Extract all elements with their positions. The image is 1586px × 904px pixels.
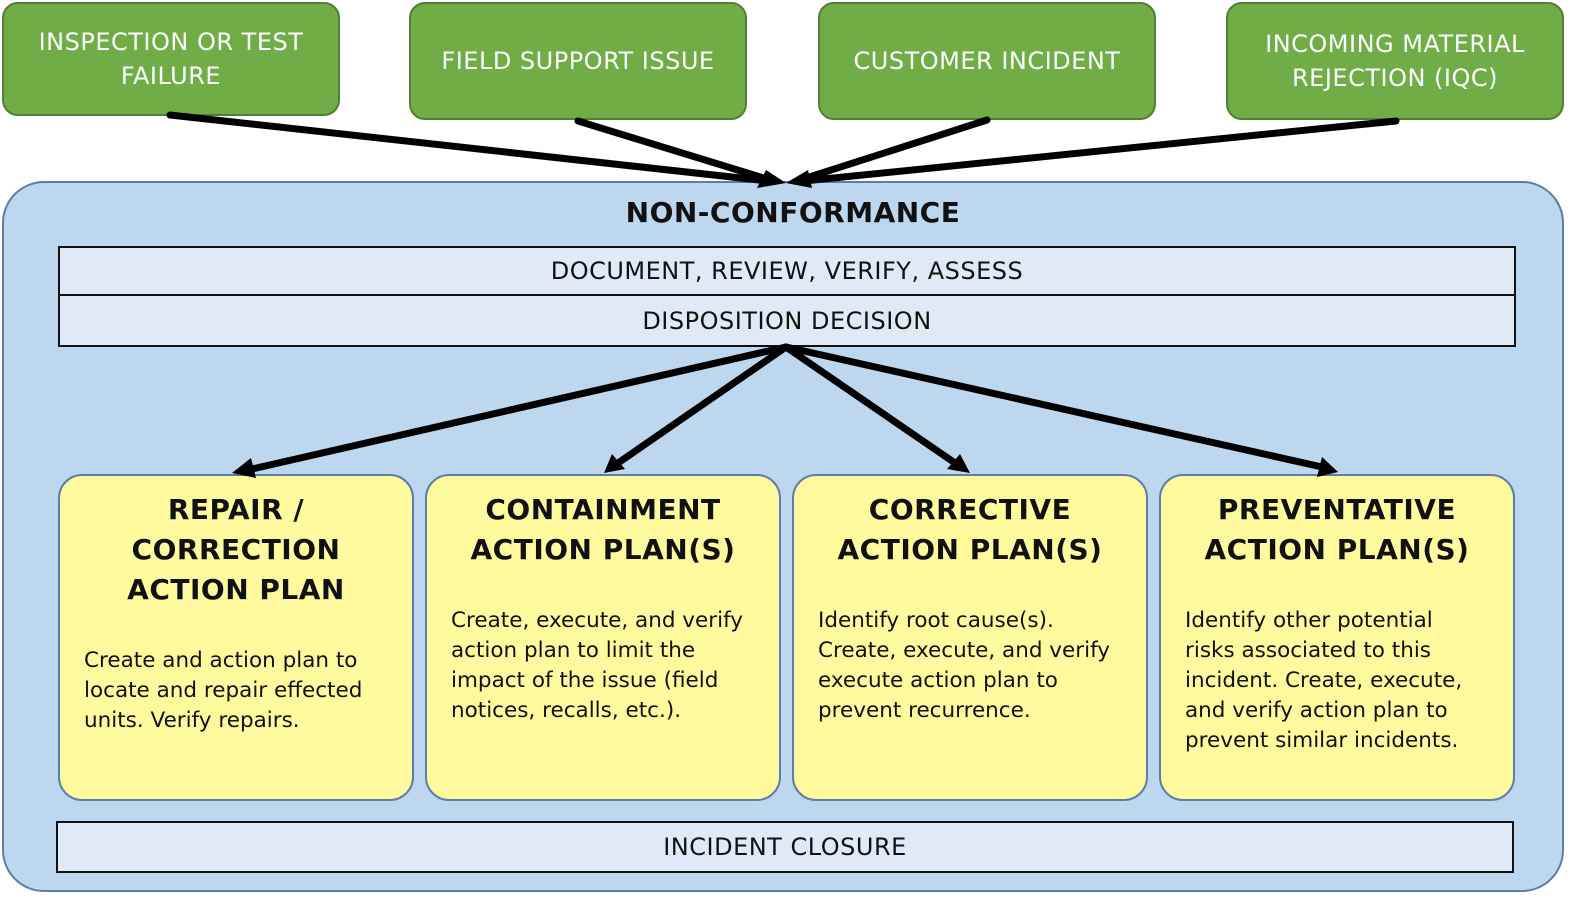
arrow-field-to-nc — [574, 117, 774, 184]
arrow-inspection-to-nc — [166, 111, 772, 185]
card-title: CONTAINMENT ACTION PLAN(S) — [470, 493, 736, 566]
incident-closure-bar: INCIDENT CLOSURE — [56, 821, 1514, 873]
source-field-support-issue: FIELD SUPPORT ISSUE — [409, 2, 747, 120]
source-inspection-test-failure: INSPECTION OR TEST FAILURE — [2, 2, 340, 116]
non-conformance-title: NON-CONFORMANCE — [625, 196, 961, 229]
card-title: CORRECTIVE ACTION PLAN(S) — [837, 493, 1103, 566]
arrowhead-corrective — [947, 454, 970, 473]
arrowhead-nc-right — [786, 170, 812, 188]
source-customer-incident: CUSTOMER INCIDENT — [818, 2, 1156, 120]
disposition-decision-bar: DISPOSITION DECISION — [58, 294, 1516, 347]
arrow-customer-to-nc — [796, 116, 991, 184]
preventative-card: PREVENTATIVE ACTION PLAN(S) Identify oth… — [1159, 474, 1515, 801]
corrective-card: CORRECTIVE ACTION PLAN(S) Identify root … — [792, 474, 1148, 801]
arrow-dispo-to-preventative — [782, 343, 1326, 471]
card-body: Create and action plan to locate and rep… — [84, 648, 363, 733]
arrow-dispo-to-corrective — [782, 343, 959, 467]
card-body: Identify other potential risks associate… — [1185, 608, 1463, 753]
arrowhead-preventative — [1317, 457, 1338, 477]
repair-correction-card: REPAIR / CORRECTION ACTION PLAN Create a… — [58, 474, 414, 801]
card-title: REPAIR / CORRECTION ACTION PLAN — [127, 493, 345, 606]
card-body: Identify root cause(s). Create, execute,… — [818, 608, 1110, 723]
card-title: PREVENTATIVE ACTION PLAN(S) — [1204, 493, 1470, 566]
arrow-dispo-to-containment — [614, 343, 790, 467]
card-body: Create, execute, and verify action plan … — [451, 608, 743, 723]
arrowhead-repair — [232, 458, 256, 478]
arrow-dispo-to-repair — [248, 343, 790, 473]
arrowhead-containment — [604, 454, 625, 473]
containment-card: CONTAINMENT ACTION PLAN(S) Create, execu… — [425, 474, 781, 801]
arrowhead-nc-left — [757, 170, 786, 188]
arrow-incoming-to-nc — [800, 117, 1400, 185]
source-incoming-material-rejection: INCOMING MATERIAL REJECTION (IQC) — [1226, 2, 1564, 120]
document-review-bar: DOCUMENT, REVIEW, VERIFY, ASSESS — [58, 246, 1516, 296]
